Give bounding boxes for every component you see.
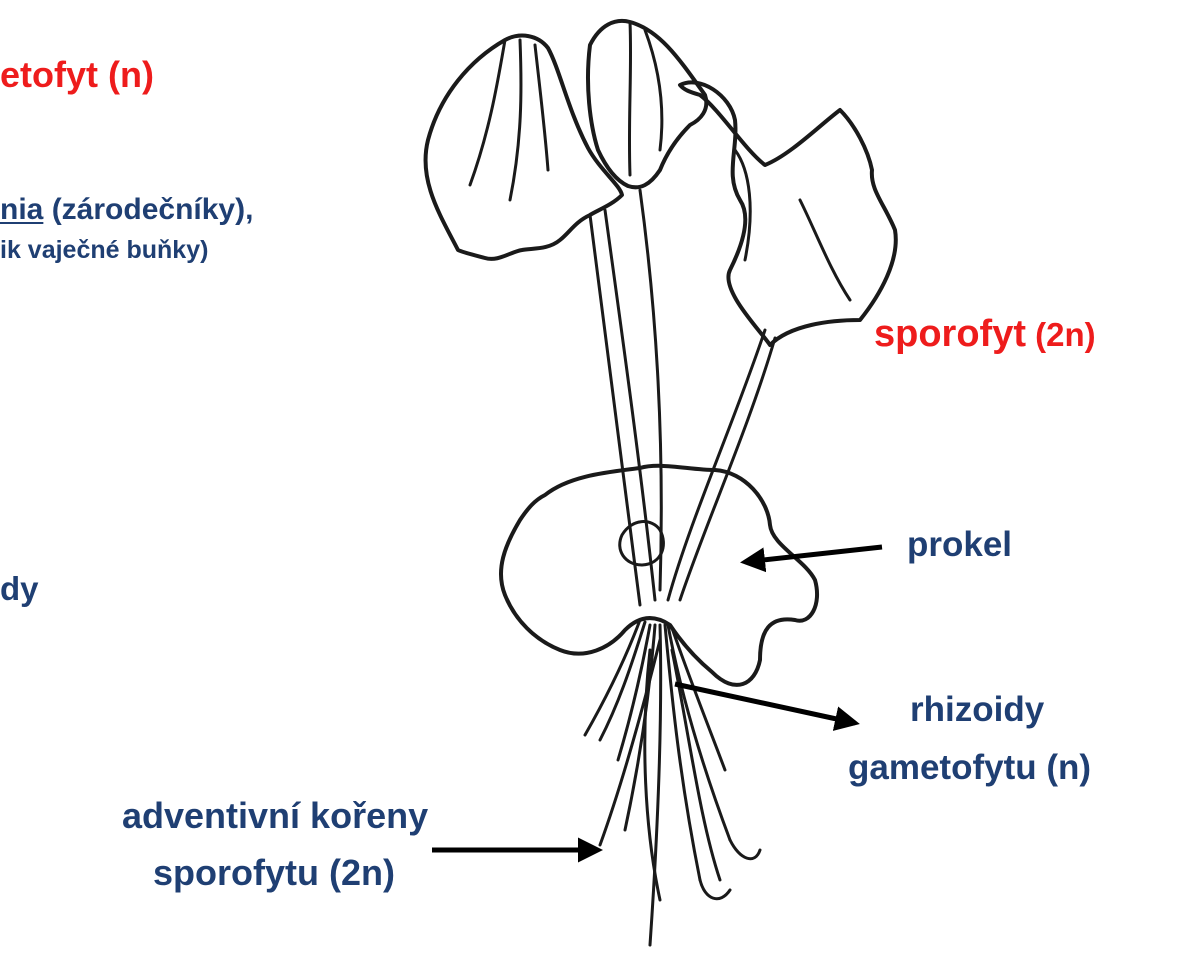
frond-right bbox=[680, 82, 896, 345]
label-archegonia-underlined: nia bbox=[0, 193, 43, 226]
label-sporofyt: sporofyt (2n) bbox=[874, 313, 1096, 357]
frond-middle bbox=[588, 21, 706, 187]
label-sporofyt-ploidy: (2n) bbox=[1026, 316, 1096, 353]
label-sporofytu: sporofytu (2n) bbox=[153, 852, 395, 893]
label-sporofyt-word: sporofyt bbox=[874, 313, 1026, 355]
label-archegonia-rest: (zárodečníky), bbox=[43, 193, 253, 226]
sporophyte-fronds bbox=[425, 21, 895, 345]
label-prokel: prokel bbox=[907, 525, 1012, 565]
label-archegonia-sub: ik vaječné buňky) bbox=[0, 236, 208, 265]
rhizoid-arrow bbox=[675, 684, 855, 723]
label-rhizoidy: rhizoidy bbox=[910, 690, 1044, 730]
prokel-arrow bbox=[745, 547, 882, 562]
label-archegonia: nia (zárodečníky), bbox=[0, 193, 253, 228]
roots-and-rhizoids bbox=[585, 620, 760, 945]
label-gametofytu: gametofytu (n) bbox=[848, 748, 1091, 788]
label-gametofyt: etofyt (n) bbox=[0, 54, 154, 95]
label-rhizoidy-left: dy bbox=[0, 570, 39, 608]
label-adventivni: adventivní kořeny bbox=[122, 795, 428, 836]
